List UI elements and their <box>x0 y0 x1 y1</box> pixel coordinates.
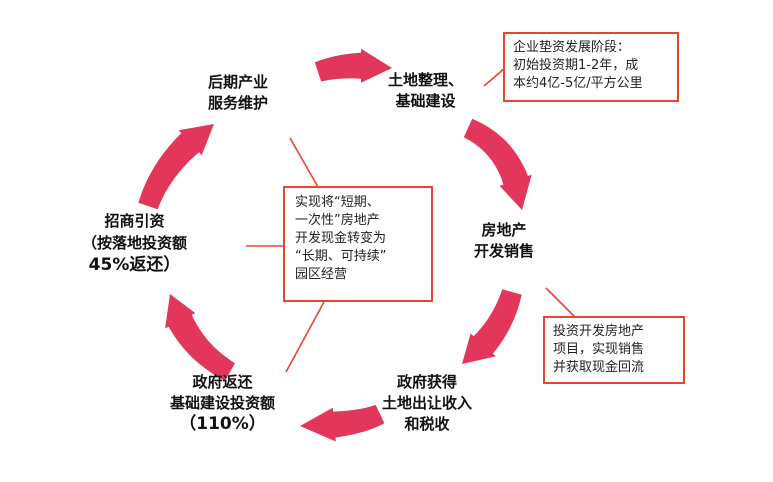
arrow-investment-to-service <box>138 124 214 210</box>
node-government-return: 政府返还 基础建设投资额 （110%） <box>170 373 276 434</box>
connector-center-service <box>289 137 319 188</box>
node-government-income: 政府获得 土地出让收入 和税收 <box>382 373 473 433</box>
arrow-income-to-return <box>300 404 385 442</box>
node-property-sales: 房地产 开发销售 <box>474 221 535 260</box>
note-sales: 投资开发房地产 项目，实现销售 并获取现金回流 <box>543 316 685 384</box>
arrow-land-to-property <box>463 118 532 210</box>
arrow-property-to-income <box>462 289 522 364</box>
arrow-return-to-investment <box>165 294 235 381</box>
connector-stage <box>483 67 506 87</box>
node-investment-attraction: 招商引资 （按落地投资额 45%返还） <box>82 212 188 275</box>
node-land-development: 土地整理、 基础建设 <box>388 71 464 110</box>
note-stage: 企业垫资发展阶段： 初始投资期1-2年，成 本约4亿-5亿/平方公里 <box>503 32 679 102</box>
arrow-layer <box>138 48 532 442</box>
connector-center-return <box>285 301 325 373</box>
arrow-service-to-land <box>314 48 392 83</box>
note-center: 实现将“短期、 一次性”房地产 开发现金转变为 “长期、可持续” 园区经营 <box>283 186 433 302</box>
note-connectors <box>246 67 577 373</box>
node-industry-service: 后期产业 服务维护 <box>208 73 269 112</box>
connector-sales <box>545 287 577 319</box>
